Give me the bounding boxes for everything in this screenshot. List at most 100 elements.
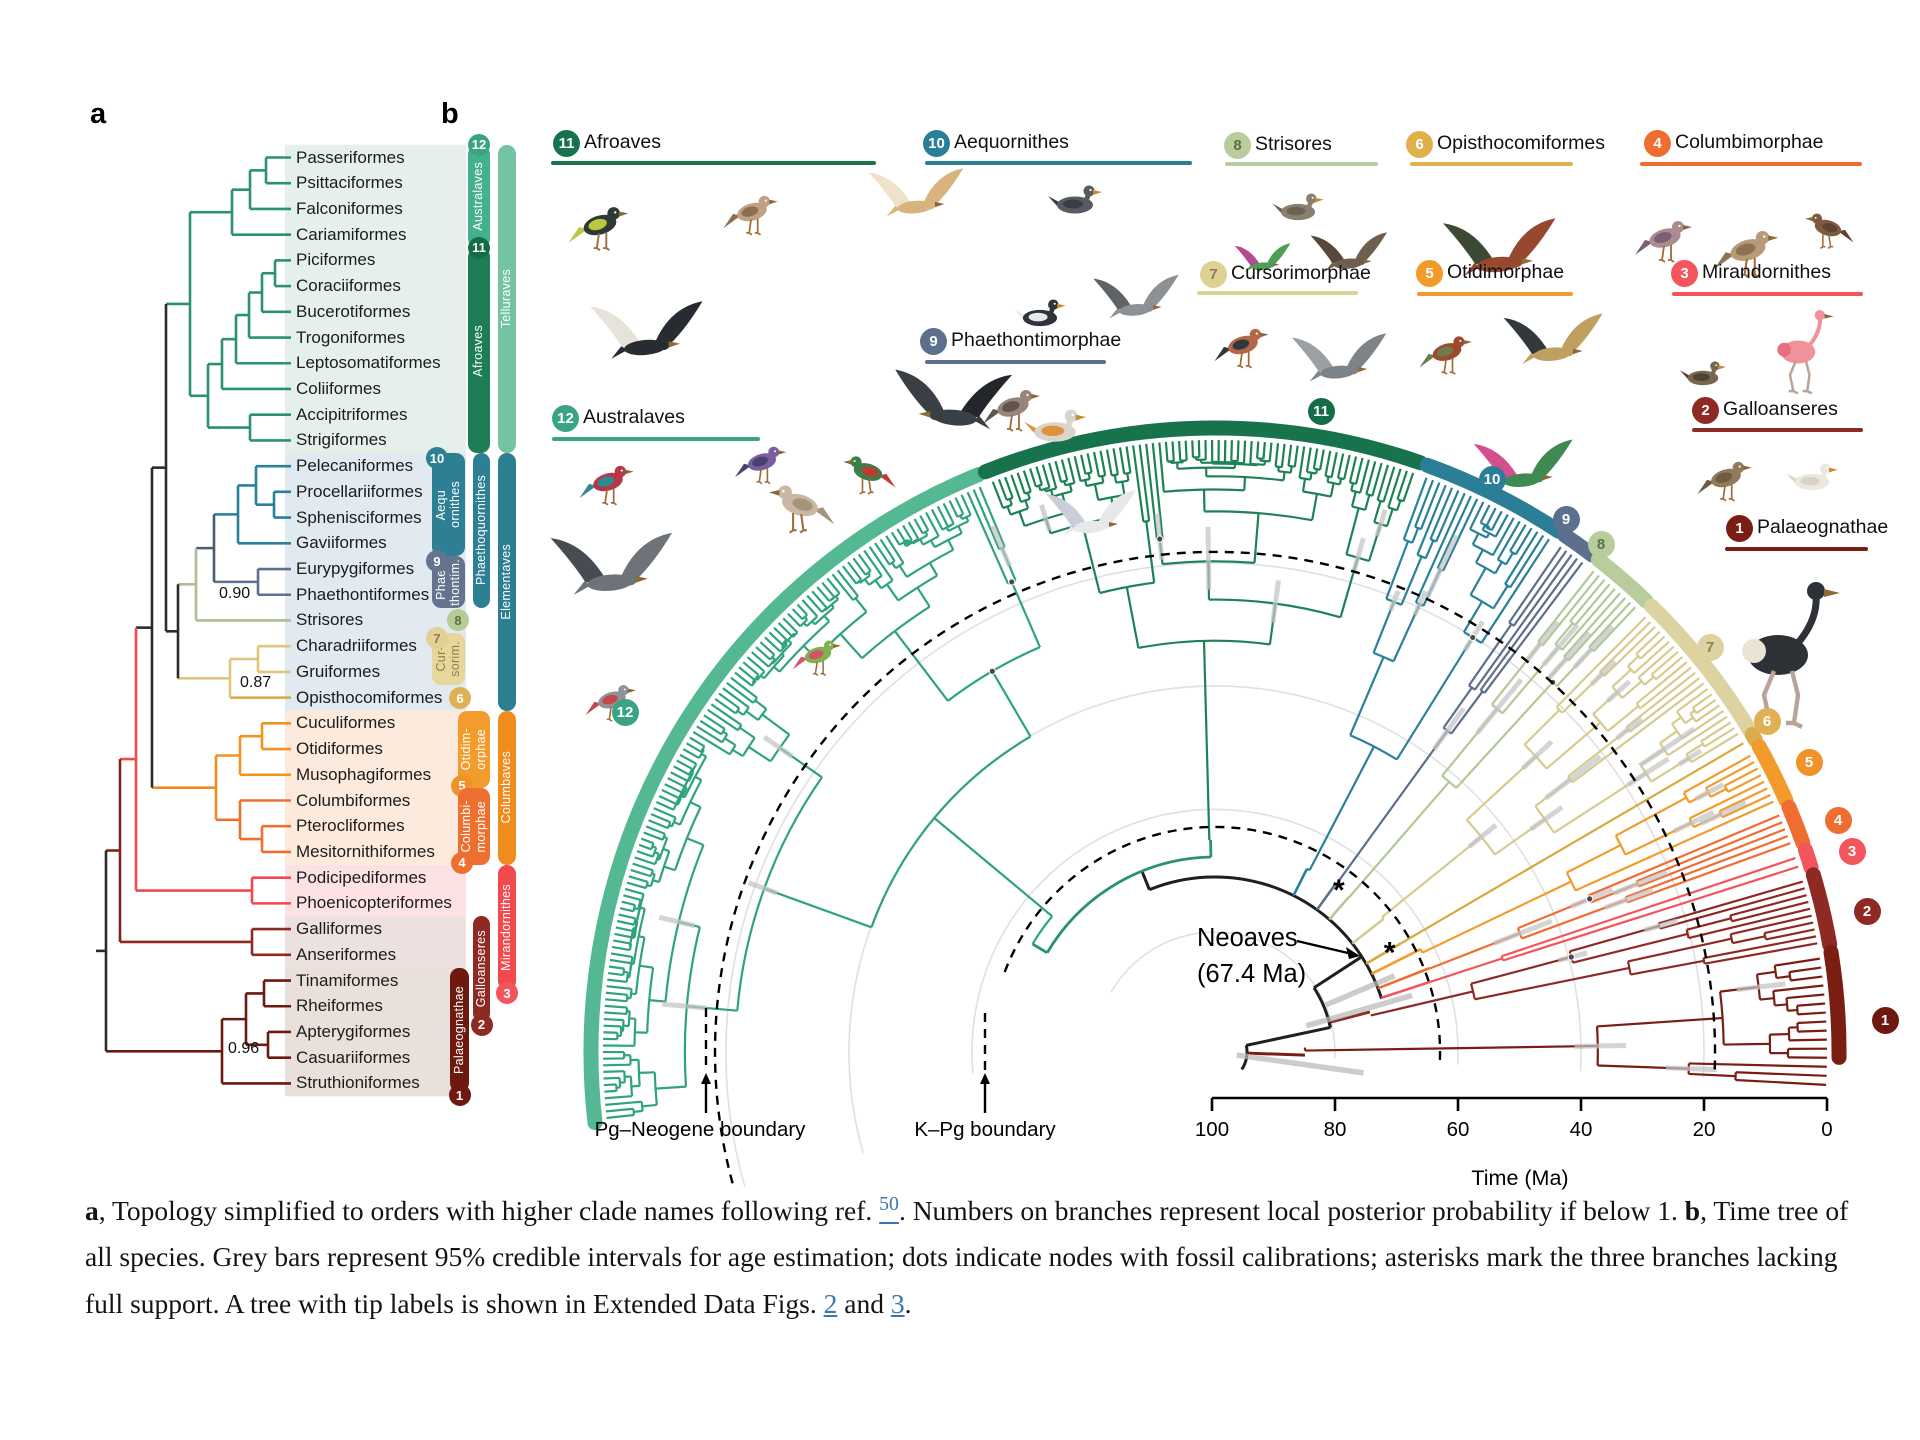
fan-arc — [627, 1010, 631, 1027]
caption-link-50[interactable]: 50 — [879, 1193, 899, 1215]
fan-clade-circle-3: 3 — [1838, 837, 1866, 865]
fan-branch — [652, 879, 660, 884]
fan-branch — [1625, 835, 1789, 899]
fan-branch — [1315, 884, 1336, 911]
fan-branch — [1308, 745, 1375, 871]
fan-branch — [1343, 454, 1351, 480]
legend-underline-5 — [1417, 292, 1573, 296]
taxon-label: Piciformes — [296, 250, 376, 270]
fan-branch — [1774, 1003, 1788, 1007]
taxon-label: Phaethontiformes — [296, 584, 430, 604]
taxon-label: Musophagiformes — [296, 764, 432, 784]
fan-branch — [1416, 484, 1447, 556]
fan-branch — [1287, 444, 1293, 466]
fan-arc — [640, 1101, 644, 1112]
fan-branch — [603, 1076, 620, 1080]
clade-bar-label: ornithes — [448, 481, 462, 529]
legend-title-aequornithes: Aequornithes — [954, 131, 1069, 153]
fan-branch — [1262, 441, 1266, 459]
fan-branch — [1205, 526, 1212, 590]
taxon-label: Galliformes — [296, 919, 382, 939]
fan-arc — [1351, 505, 1366, 511]
bird-illustration — [1777, 310, 1834, 395]
fan-branch — [1099, 450, 1107, 476]
bird-illustration — [843, 456, 896, 495]
fan-branch — [1672, 809, 1715, 834]
fan-arc — [888, 560, 896, 566]
taxon-label: Gaviiformes — [296, 533, 387, 553]
fan-branch — [1255, 441, 1260, 459]
fan-branch — [806, 594, 823, 613]
fan-arc — [801, 613, 808, 620]
pg-neogene-arc — [713, 550, 1717, 1191]
legend-title-cursorimorphae: Cursorimorphae — [1231, 262, 1371, 284]
fan-branch — [768, 631, 783, 646]
fan-branch — [658, 795, 679, 806]
fan-arc — [750, 680, 757, 687]
legend-title-phaethontimorphae: Phaethontimorphae — [951, 329, 1122, 351]
taxon-label: Sphenisciformes — [296, 507, 422, 527]
legend-title-palaeognathae: Palaeognathae — [1757, 516, 1889, 538]
fan-branch — [857, 553, 872, 572]
fan-branch — [1603, 625, 1656, 677]
clade-bar-galloanseres: Galloanseres — [473, 916, 490, 1022]
fan-branch — [1370, 990, 1474, 1017]
fan-branch — [655, 1085, 687, 1090]
clade-number-9: 9 — [426, 550, 448, 573]
taxon-label: Passeriformes — [296, 147, 405, 167]
fan-branch — [1735, 1078, 1827, 1086]
panel-a-row-block — [285, 916, 466, 968]
fan-branch — [972, 489, 1001, 550]
fan-branch — [1521, 739, 1554, 771]
fan-branch — [965, 516, 970, 522]
clade-bar-label: morphae — [473, 800, 488, 852]
fan-branch — [1125, 586, 1140, 649]
bird-illustration — [1443, 218, 1556, 276]
fan-arc — [644, 881, 649, 889]
fan-branch — [1010, 581, 1041, 648]
taxon-label: Eurypygiformes — [296, 559, 415, 579]
fan-branch — [1790, 975, 1823, 982]
fossil-dot — [1008, 578, 1016, 586]
fan-branch — [1479, 557, 1578, 691]
fan-branch — [1382, 466, 1396, 503]
fan-arc — [1555, 706, 1564, 714]
fan-arc — [756, 670, 766, 681]
legend-title-afroaves: Afroaves — [584, 131, 661, 153]
fan-branch — [874, 579, 883, 590]
fan-branch — [1671, 716, 1682, 725]
fan-branch — [643, 831, 664, 841]
fan-clade-2 — [1370, 880, 1818, 1017]
clade-number-12: 12 — [468, 133, 490, 156]
fan-arc — [971, 808, 1459, 1074]
taxon-label: Cariamiformes — [296, 224, 407, 244]
fan-branch — [673, 765, 690, 776]
fan-branch — [933, 817, 1053, 918]
clade-band-3 — [1797, 842, 1819, 875]
caption-text: , Time tree of all species. Grey bars re… — [85, 1195, 1849, 1319]
fan-branch — [1695, 698, 1717, 715]
bird-illustration — [550, 532, 673, 595]
fan-branch — [1629, 677, 1701, 733]
fan-arc — [1206, 475, 1284, 482]
fan-arc — [922, 535, 940, 546]
clade-number-4: 4 — [451, 851, 473, 874]
fan-branch — [1365, 461, 1377, 495]
bird-illustration — [1697, 461, 1752, 502]
fan-arc — [771, 642, 793, 665]
fan-arc — [848, 685, 1582, 1154]
fan-branch — [1705, 761, 1755, 790]
fan-branch — [782, 617, 799, 634]
fan-branch — [632, 862, 654, 872]
fan-branch — [1479, 504, 1491, 524]
caption-link-3[interactable]: 3 — [890, 1287, 905, 1319]
fan-branch — [1487, 526, 1491, 530]
fan-branch — [1312, 448, 1319, 469]
fan-branch — [1414, 479, 1434, 528]
fan-branch — [661, 789, 682, 800]
caption-link-2[interactable]: 2 — [823, 1287, 838, 1319]
fan-branch — [1309, 472, 1313, 480]
fan-branch — [1639, 635, 1666, 660]
clade-number-6: 6 — [449, 687, 471, 709]
